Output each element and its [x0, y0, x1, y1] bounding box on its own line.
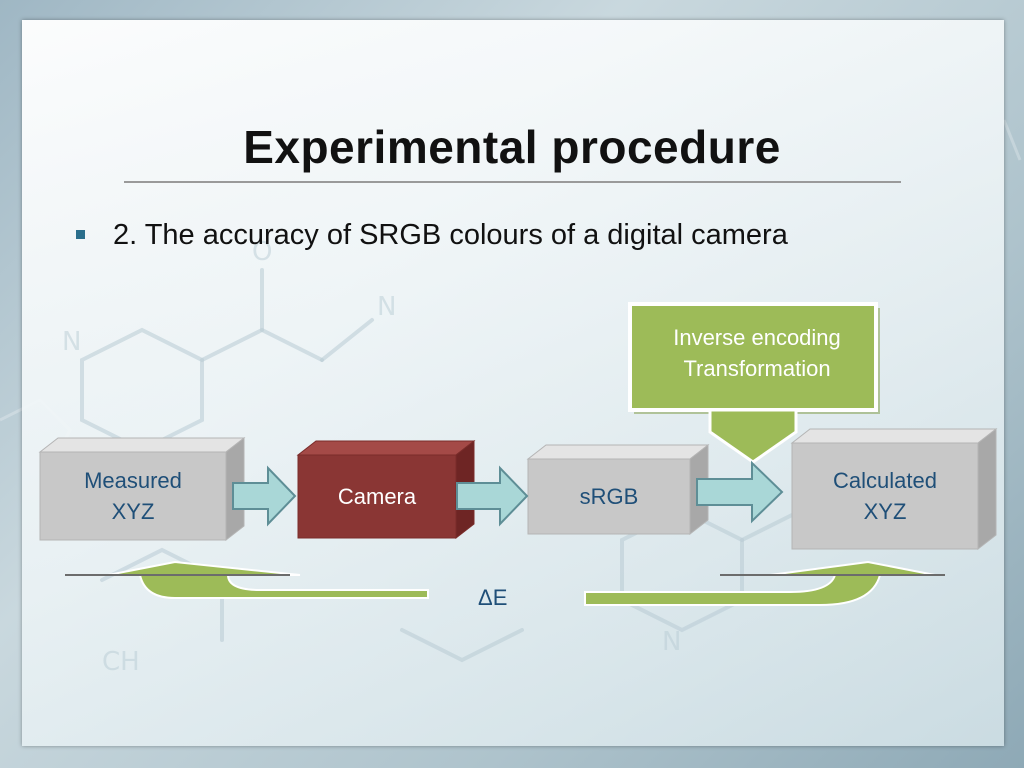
- bullet-text: 2. The accuracy of SRGB colours of a dig…: [113, 219, 788, 251]
- svg-text:CH: CH: [102, 647, 140, 677]
- delta-e-left-arrow: [65, 560, 429, 599]
- calculated-xyz-label: Calculated XYZ: [833, 468, 937, 524]
- arrow-right-icon: [456, 465, 529, 527]
- svg-text:N: N: [62, 327, 81, 357]
- delta-e-label: ΔE: [478, 585, 508, 610]
- arrow-right-icon: [232, 465, 297, 527]
- svg-text:O: O: [252, 237, 272, 267]
- bullet-square-icon: [76, 230, 85, 239]
- svg-text:N: N: [377, 292, 396, 322]
- inverse-encoding-label: Inverse encoding Transformation: [673, 325, 841, 381]
- svg-text:N: N: [662, 627, 681, 657]
- inverse-encoding-box: [628, 302, 880, 464]
- title-divider: [124, 181, 901, 183]
- srgb-box: [526, 443, 710, 536]
- arrow-right-icon: [696, 460, 784, 524]
- camera-label: Camera: [337, 484, 417, 509]
- srgb-label: sRGB: [579, 484, 639, 509]
- measured-xyz-label: Measured XYZ: [84, 468, 182, 524]
- slide-title: Experimental procedure: [243, 121, 781, 173]
- delta-e-right-arrow: [584, 560, 945, 606]
- calculated-xyz-box: [790, 427, 998, 551]
